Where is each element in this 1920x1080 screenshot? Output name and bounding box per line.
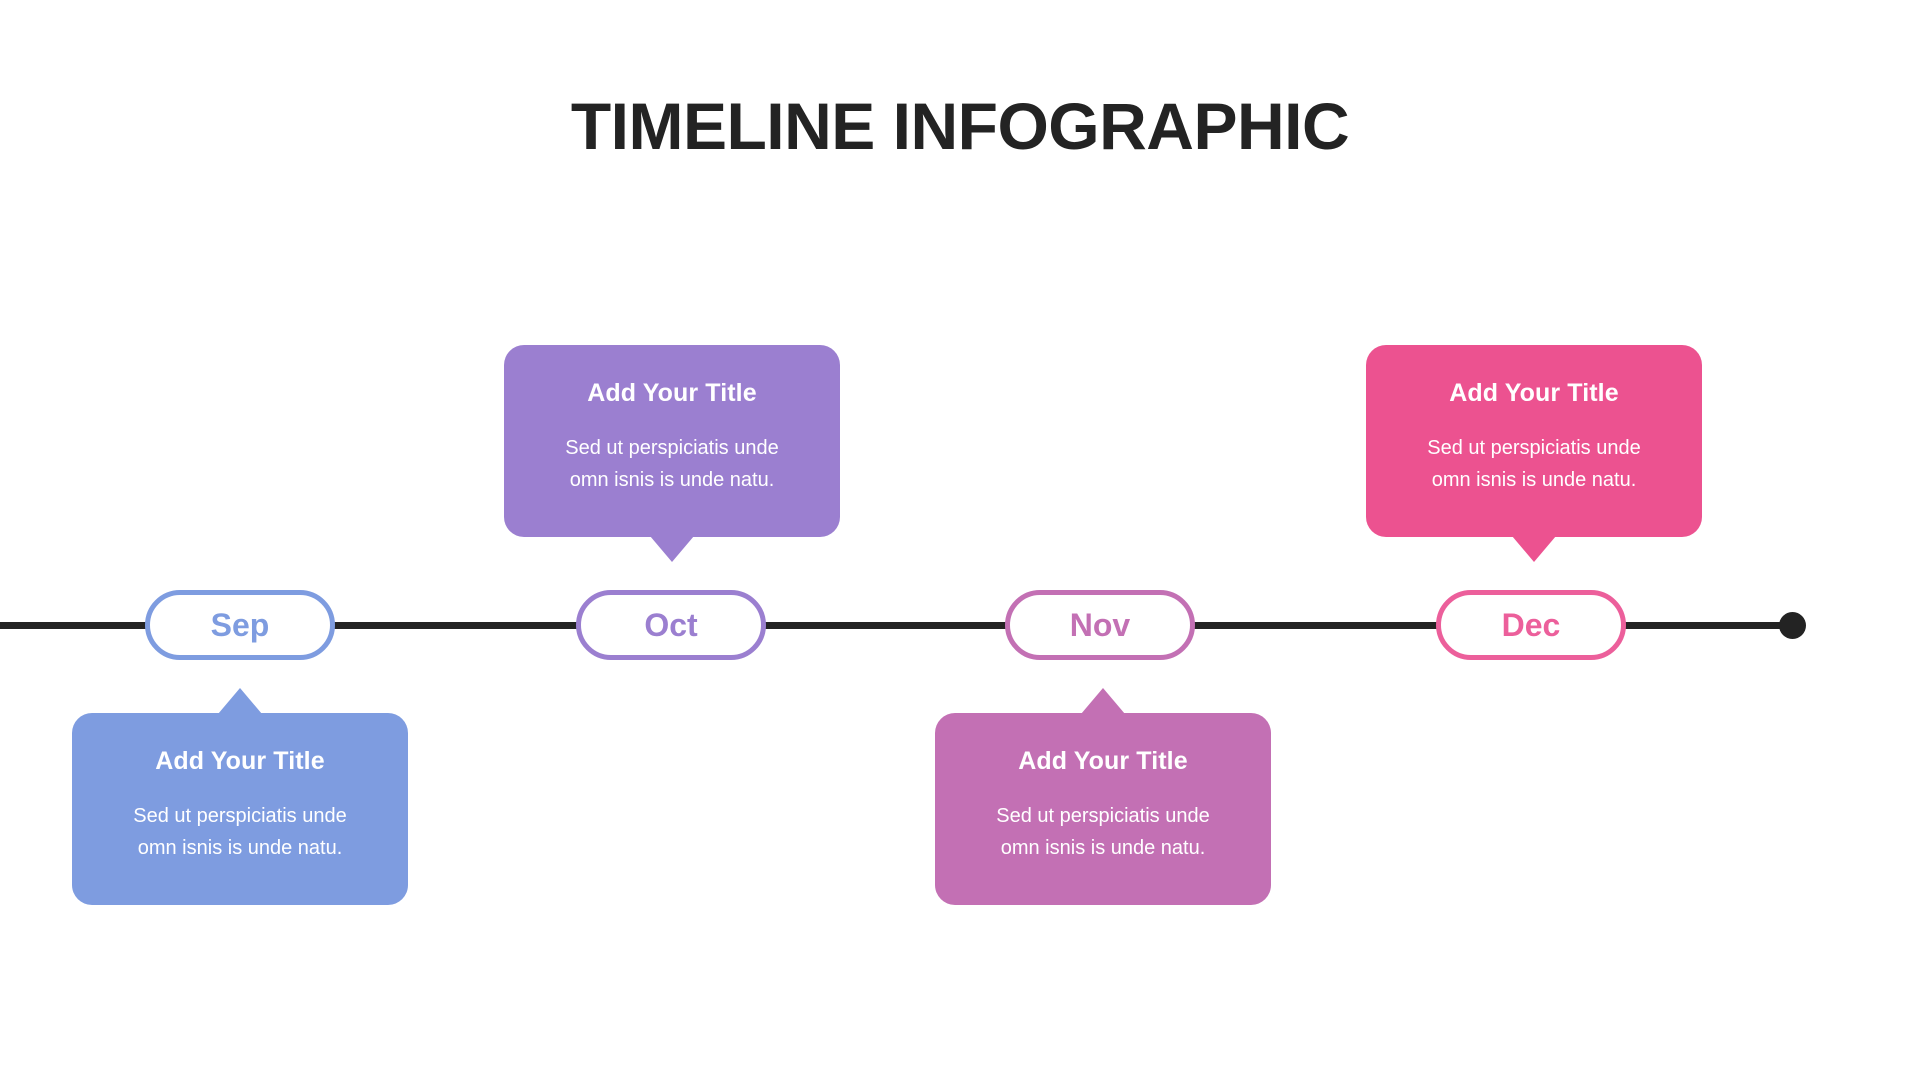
callout-title-dec: Add Your Title	[1449, 379, 1619, 407]
page-title: TIMELINE INFOGRAPHIC	[570, 89, 1350, 163]
month-label-oct: Oct	[644, 606, 698, 643]
timeline-axis	[0, 622, 1793, 629]
timeline-node-nov[interactable]: Nov	[1005, 590, 1195, 660]
month-label-nov: Nov	[1069, 606, 1131, 643]
callout-card-nov[interactable]: Add Your Title Sed ut perspiciatis unde …	[935, 688, 1271, 905]
callout-card-oct[interactable]: Add Your Title Sed ut perspiciatis unde …	[504, 345, 840, 562]
month-label-dec: Dec	[1501, 606, 1561, 643]
callout-body-line1-nov: Sed ut perspiciatis unde	[996, 805, 1210, 827]
callout-pointer-dec-icon	[1512, 535, 1556, 562]
callout-body-line2-nov: omn isnis is unde natu.	[1000, 837, 1206, 860]
callout-title-oct: Add Your Title	[587, 379, 757, 407]
callout-title-nov: Add Your Title	[1018, 747, 1188, 775]
callout-card-dec[interactable]: Add Your Title Sed ut perspiciatis unde …	[1366, 345, 1702, 562]
callout-body-line2-oct: omn isnis is unde natu.	[569, 469, 775, 492]
month-label-sep: Sep	[210, 606, 270, 643]
callout-body-line1-dec: Sed ut perspiciatis unde	[1427, 437, 1641, 459]
timeline-node-sep[interactable]: Sep	[145, 590, 335, 660]
callout-title-sep: Add Your Title	[155, 747, 325, 775]
callout-pointer-oct-icon	[650, 535, 694, 562]
callout-body-line1-oct: Sed ut perspiciatis unde	[565, 437, 779, 459]
timeline-node-oct[interactable]: Oct	[576, 590, 766, 660]
callout-pointer-nov-icon	[1081, 688, 1125, 714]
callout-body-line2-dec: omn isnis is unde natu.	[1431, 469, 1637, 492]
callout-body-line1-sep: Sed ut perspiciatis unde	[133, 805, 347, 827]
timeline-node-dec[interactable]: Dec	[1436, 590, 1626, 660]
callout-card-sep[interactable]: Add Your Title Sed ut perspiciatis unde …	[72, 688, 408, 905]
timeline-end-dot-icon	[1779, 612, 1806, 639]
callout-body-line2-sep: omn isnis is unde natu.	[137, 837, 343, 860]
callout-pointer-sep-icon	[218, 688, 262, 714]
